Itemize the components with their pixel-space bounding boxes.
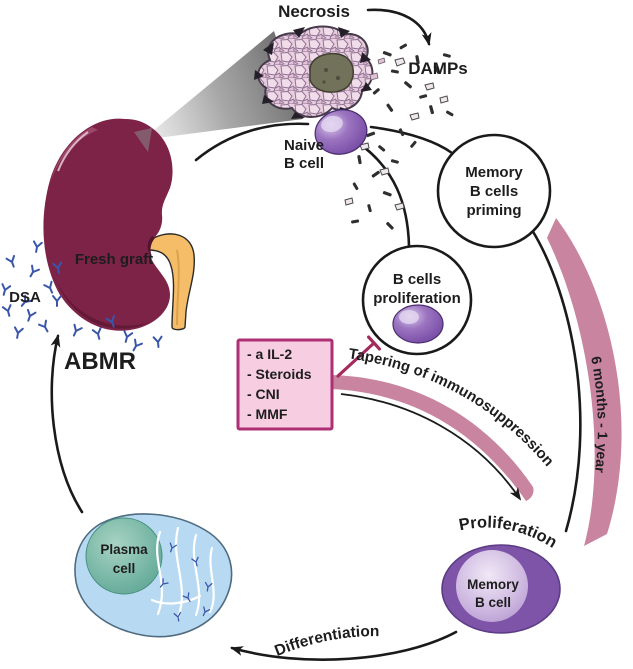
antibodies-in-plasma-cell	[159, 542, 213, 622]
memory-priming-label-line3: priming	[467, 202, 522, 219]
endoplasmic-reticulum	[150, 526, 215, 620]
arc-priming-to-proliferation	[530, 228, 582, 533]
dsa-antibodies	[1, 240, 163, 352]
immunosuppression-drug-box: - a IL-2 - Steroids - CNI - MMF	[236, 338, 334, 431]
memory-b-cell-label-line1: Memory	[467, 577, 519, 592]
necrosis-to-damps-arrow	[366, 8, 432, 46]
differentiation-label: Differentiation	[272, 623, 379, 660]
drug-item-4: - MMF	[247, 406, 288, 422]
memory-b-cell	[441, 544, 561, 634]
naive-b-cell-highlight	[321, 115, 343, 133]
abmr-label: ABMR	[64, 348, 136, 375]
b-cells-proliferation-circle	[361, 244, 473, 356]
naive-b-cell-label-line1: Naive	[284, 137, 324, 154]
kidney-graft	[43, 118, 196, 331]
arc-kidney-to-naive	[194, 122, 310, 162]
kidney-body	[43, 118, 173, 331]
tapering-arrow	[340, 393, 522, 501]
memory-priming-circle	[436, 133, 552, 249]
ureter-shade	[176, 249, 180, 326]
abmr-arrow	[50, 334, 84, 514]
naive-b-cell-label-line2: B cell	[284, 155, 324, 172]
tapering-group	[331, 375, 534, 501]
drug-item-1: - a IL-2	[247, 346, 292, 362]
necrotic-core	[309, 52, 354, 93]
drug-item-3: - CNI	[247, 386, 280, 402]
memory-priming-label-line2: B cells	[470, 183, 518, 200]
hilum-notch	[147, 236, 155, 259]
inhibition-bar	[336, 335, 381, 378]
arc-naive-to-proliferation	[355, 140, 411, 248]
memory-b-cell-label-line2: B cell	[475, 595, 511, 610]
differentiation-label-text: Differentiation	[272, 623, 379, 660]
plasma-cell-nucleus	[85, 517, 163, 595]
drug-item-2: - Steroids	[247, 366, 312, 382]
tapering-label: Tapering of immunosuppression	[347, 345, 557, 469]
tapering-label-text: Tapering of immunosuppression	[347, 345, 557, 469]
b-proliferation-label-line2: proliferation	[373, 290, 461, 307]
arc-naive-to-priming	[369, 125, 454, 155]
timeline-ribbon-shape	[547, 218, 622, 546]
plasma-cell-label-line2: cell	[113, 561, 136, 576]
proliferating-b-cell	[392, 304, 444, 344]
plasma-cell	[74, 513, 233, 638]
cycle-arcs	[50, 8, 582, 661]
cone-tip-overlap	[134, 128, 152, 152]
b-proliferation-label-line1: B cells	[393, 271, 441, 288]
naive-b-cell	[314, 109, 368, 155]
necrotic-tissue	[254, 25, 374, 119]
differentiation-arrow	[230, 630, 458, 661]
damps-label: DAMPs	[408, 59, 468, 78]
necrosis-label: Necrosis	[278, 2, 350, 21]
kidney-sheen	[57, 131, 89, 172]
plasma-cell-label-line1: Plasma	[100, 542, 148, 557]
tapering-ribbon-shape	[331, 375, 534, 501]
memory-priming-label-line1: Memory	[465, 164, 523, 181]
timeline-ribbon	[547, 218, 622, 546]
magnifier-cone	[142, 31, 303, 140]
memory-b-cell-core	[456, 550, 528, 622]
dsa-label: DSA	[9, 289, 41, 306]
fresh-graft-label: Fresh graft	[75, 251, 153, 268]
ureter	[147, 233, 196, 331]
